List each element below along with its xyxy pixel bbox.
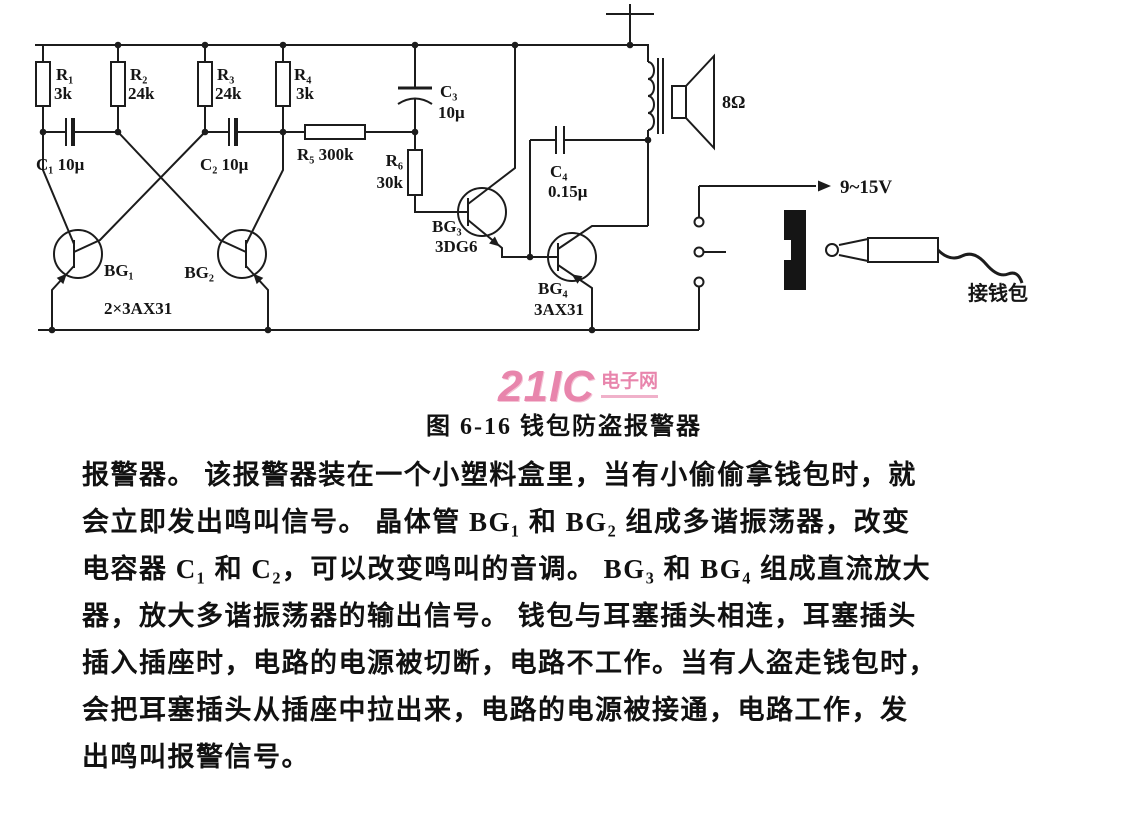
transistor-bg4 (547, 232, 597, 282)
ground-symbol (606, 4, 654, 45)
label-r6: R₆ (386, 151, 403, 170)
component-labels: R₁ 3k R₂ 24k R₃ 24k R₄ 3k R₅ 300k R₆ 30k… (36, 65, 1028, 319)
text-line: 出鸣叫报警信号。 (82, 742, 310, 772)
transistors (53, 187, 597, 282)
label-r5: R₅ 300k (297, 145, 354, 164)
bg4-emitter-arrow (571, 274, 583, 284)
label-c3: C₃ (440, 82, 457, 101)
bg1-emitter-arrow (56, 273, 67, 285)
label-r4-value: 3k (296, 84, 315, 103)
label-c3-value: 10μ (438, 103, 465, 122)
transistor-bg3 (457, 187, 507, 237)
resistor-r2 (110, 61, 126, 107)
label-c4-value: 0.15μ (548, 182, 588, 201)
label-bg3-type: 3DG6 (435, 237, 478, 256)
figure-caption: 图 6-16 钱包防盗报警器 (426, 414, 702, 440)
label-bg1: BG₁ (104, 261, 134, 280)
bg2-emitter-arrow (253, 273, 264, 285)
label-r2: R₂ (130, 65, 147, 84)
label-c2: C₂ 10μ (200, 155, 249, 174)
label-bg12-type: 2×3AX31 (104, 299, 172, 318)
label-r1: R₁ (56, 65, 73, 84)
resistor-r6 (407, 149, 423, 196)
top-rail (35, 44, 649, 62)
resistors (35, 61, 423, 196)
label-c4: C₄ (550, 162, 567, 181)
text-line: 器，放大多谐振荡器的输出信号。 钱包与耳塞插头相连，耳塞插头 (82, 601, 917, 631)
label-bg2: BG₂ (184, 263, 214, 282)
earphone-plug (825, 237, 939, 263)
label-r3: R₃ (217, 65, 234, 84)
plug-cord (936, 248, 1024, 284)
plug-shaft (838, 238, 869, 262)
transistor-bg1 (53, 229, 103, 279)
text-line: 插入插座时，电路的电源被切断，电路不工作。当有人盗走钱包时， (82, 648, 937, 678)
label-power: 9~15V (840, 177, 892, 198)
power-arrow (818, 180, 831, 192)
junction-dots (39, 41, 652, 334)
label-r3-value: 24k (215, 84, 242, 103)
arrows (56, 180, 831, 285)
circuit-diagram: R₁ 3k R₂ 24k R₃ 24k R₄ 3k R₅ 300k R₆ 30k… (35, 4, 1028, 334)
label-bg3: BG₃ (432, 217, 462, 236)
speaker (671, 53, 715, 151)
resistor-r5 (304, 124, 366, 140)
label-bg4: BG₄ (538, 279, 568, 298)
transformer-coil (647, 61, 655, 131)
resistor-r4 (275, 61, 291, 107)
plug-tip (825, 243, 839, 257)
label-r4: R₄ (294, 65, 311, 84)
text-line: 会立即发出鸣叫信号。 晶体管 BG₁ 和 BG₂ 组成多谐振荡器，改变 (82, 507, 911, 537)
text-line: 会把耳塞插头从插座中拉出来，电路的电源被接通，电路工作，发 (82, 695, 909, 725)
transformer-core (657, 58, 664, 134)
label-c1: C₁ 10μ (36, 155, 85, 174)
power-wire (698, 185, 816, 217)
bg3-emitter-arrow (489, 236, 500, 247)
label-r6-value: 30k (377, 173, 404, 192)
label-r1-value: 3k (54, 84, 73, 103)
capacitor-c4 (555, 126, 565, 154)
capacitors (65, 86, 565, 154)
resistor-r3 (197, 61, 213, 107)
plug-body (867, 237, 939, 263)
body-text: 报警器。 该报警器装在一个小塑料盒里，当有小偷偷拿钱包时，就 会立即发出鸣叫信号… (82, 452, 1057, 781)
text-line: 报警器。 该报警器装在一个小塑料盒里，当有小偷偷拿钱包时，就 (82, 460, 917, 490)
label-bg4-type: 3AX31 (534, 300, 584, 319)
label-r2-value: 24k (128, 84, 155, 103)
resistor-r1 (35, 61, 51, 107)
cross-wire-1 (117, 131, 247, 253)
text-line: 电容器 C₁ 和 C₂，可以改变鸣叫的音调。 BG₃ 和 BG₄ 组成直流放大 (82, 554, 932, 584)
wires (35, 4, 1024, 331)
label-speaker: 8Ω (722, 92, 745, 112)
jack-socket (693, 210, 806, 290)
transistor-bg2 (217, 229, 267, 279)
label-plug: 接钱包 (968, 281, 1028, 305)
cross-wire-2 (73, 131, 206, 253)
watermark-brand: 21IC (498, 362, 595, 411)
watermark-site: 电子网 (600, 366, 658, 398)
